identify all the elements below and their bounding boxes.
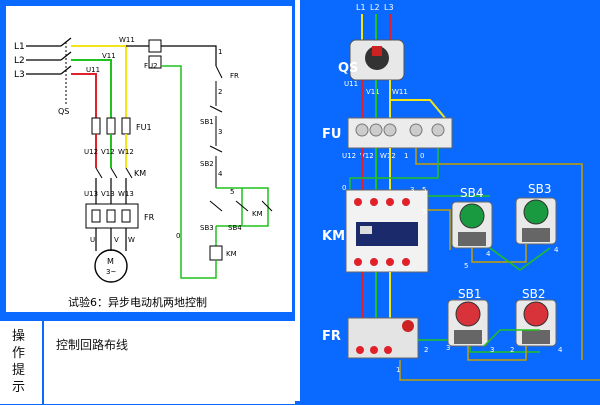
- label-sb3: SB3: [200, 224, 214, 232]
- label-km-coil: KM: [226, 250, 237, 258]
- fu-fuse-block: [347, 117, 453, 149]
- label-fu-device: FU: [322, 127, 341, 142]
- sb1-button-red[interactable]: [447, 299, 489, 347]
- schematic-panel: L1 L2 L3 QS W11 V11 U11 FU1: [0, 0, 295, 315]
- btn-node-5: 5: [464, 262, 468, 270]
- node-0: 0: [176, 232, 180, 240]
- wiring-panel: L1 L2 L3 QS U11 V11 W11 FU U12 V12 W12 1…: [300, 0, 600, 401]
- label-motor: M: [107, 257, 114, 266]
- wire-label-u12: U12: [342, 152, 356, 160]
- node-2: 2: [218, 88, 222, 96]
- label-sb4: SB4: [228, 224, 242, 232]
- node-1: 1: [218, 48, 222, 56]
- btn-node-3a: 3: [490, 346, 494, 354]
- btn-node-2a: 2: [424, 346, 428, 354]
- wire-label-fu-1: 1: [404, 152, 408, 160]
- wire-label-km-5a: 5: [422, 186, 426, 194]
- label-v11: V11: [102, 52, 116, 60]
- btn-node-1: 1: [396, 366, 400, 374]
- label-sb2: SB2: [522, 287, 545, 301]
- qs-knob[interactable]: [365, 46, 389, 70]
- km-contactor: [345, 189, 429, 273]
- node-4: 4: [218, 170, 223, 178]
- label-km-device: KM: [322, 229, 345, 244]
- panel-divider: [295, 0, 300, 401]
- btn-node-4c: 4: [558, 346, 563, 354]
- label-v13: V13: [101, 190, 115, 198]
- wire-label-u11: U11: [344, 80, 358, 88]
- wire-label-w12: W12: [380, 152, 396, 160]
- wiring-drawing: L1 L2 L3 QS U11 V11 W11 FU U12 V12 W12 1…: [322, 3, 600, 381]
- tips-char-1: 操: [12, 329, 26, 344]
- wire-label-v11: V11: [366, 88, 380, 96]
- label-sb3: SB3: [528, 182, 551, 196]
- label-u12: U12: [84, 148, 98, 156]
- tips-char-3: 提: [12, 363, 26, 378]
- label-sb4: SB4: [460, 186, 483, 200]
- label-u: U: [90, 236, 95, 244]
- label-u13: U13: [84, 190, 98, 198]
- wire-label-l1: L1: [356, 3, 366, 12]
- fr-thermal-relay: [347, 317, 419, 359]
- label-w13: W13: [118, 190, 134, 198]
- btn-node-4a: 4: [486, 250, 491, 258]
- btn-node-2b: 2: [510, 346, 514, 354]
- tips-label: 操 作 提 示: [0, 321, 44, 404]
- label-fu2: FU2: [144, 62, 158, 70]
- wire-label-l2: L2: [370, 3, 380, 12]
- label-km-main: KM: [134, 169, 146, 178]
- btn-node-3b: 3: [446, 344, 450, 352]
- wire-label-v12: V12: [360, 152, 374, 160]
- label-fr-ctrl: FR: [230, 72, 239, 80]
- label-w: W: [128, 236, 135, 244]
- label-sb2: SB2: [200, 160, 214, 168]
- node-5: 5: [230, 188, 234, 196]
- label-sb1: SB1: [458, 287, 481, 301]
- wire-label-km-3: 3: [410, 186, 414, 194]
- wire-label-l3: L3: [384, 3, 394, 12]
- tips-panel: 操 作 提 示 控制回路布线: [0, 318, 295, 404]
- label-l1: L1: [14, 42, 25, 52]
- label-u11: U11: [86, 66, 100, 74]
- label-motor-phase: 3~: [106, 268, 116, 276]
- label-qs-device: QS: [338, 61, 358, 76]
- wire-label-km-0: 0: [342, 184, 346, 192]
- label-w12: W12: [118, 148, 134, 156]
- wire-label-w11: W11: [392, 88, 408, 96]
- label-l2: L2: [14, 56, 25, 66]
- wire-label-km-5b: 5: [422, 208, 426, 216]
- label-w11: W11: [119, 36, 135, 44]
- sb4-button-green[interactable]: [451, 201, 493, 249]
- motor-symbol: [94, 249, 128, 283]
- label-fr-device: FR: [322, 329, 341, 344]
- label-l3: L3: [14, 70, 25, 80]
- label-v: V: [114, 236, 119, 244]
- tips-char-4: 示: [12, 380, 26, 395]
- sb2-button-red[interactable]: [515, 299, 557, 347]
- label-fu1: FU1: [136, 123, 152, 132]
- tips-text: 控制回路布线: [56, 338, 129, 352]
- tips-char-2: 作: [12, 346, 26, 361]
- node-3: 3: [218, 128, 222, 136]
- label-qs: QS: [58, 107, 69, 116]
- wire-label-fu-0: 0: [420, 152, 424, 160]
- schematic-drawing: L1 L2 L3 QS W11 V11 U11 FU1: [14, 36, 273, 309]
- btn-node-4b: 4: [554, 246, 559, 254]
- label-km-aux: KM: [252, 210, 263, 218]
- label-sb1: SB1: [200, 118, 214, 126]
- schematic-caption: 试验6：异步电动机两地控制: [68, 295, 207, 309]
- label-v12: V12: [101, 148, 115, 156]
- sb3-button-green[interactable]: [515, 197, 557, 245]
- schematic-canvas: L1 L2 L3 QS W11 V11 U11 FU1: [6, 6, 292, 312]
- label-fr-main: FR: [144, 213, 155, 222]
